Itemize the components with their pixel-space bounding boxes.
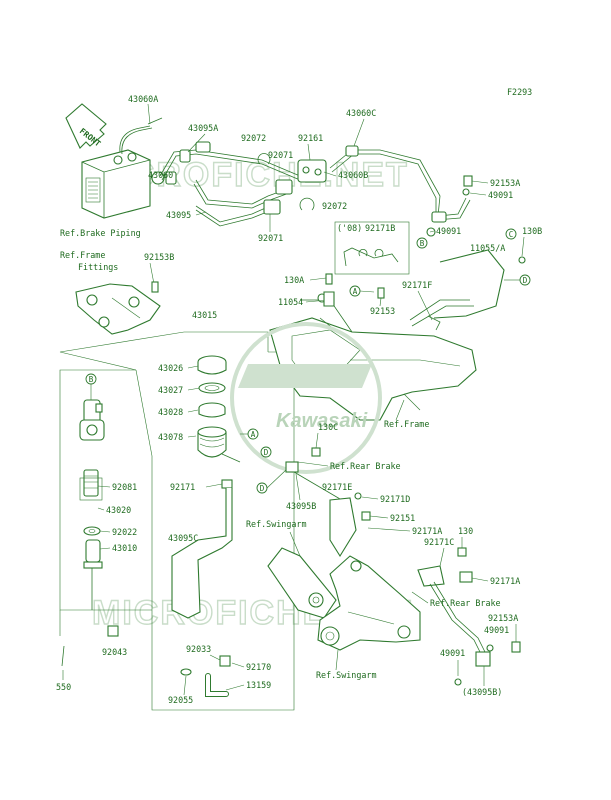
part-49091-b: 49091 xyxy=(436,226,461,236)
part-43015: 43015 xyxy=(192,310,217,320)
callout-B1: B xyxy=(416,237,428,249)
part-92171D: 92171D xyxy=(380,494,410,504)
svg-text:D: D xyxy=(264,448,269,457)
part-92072-b: 92072 xyxy=(322,201,347,211)
kawasaki-logo: Kawasaki xyxy=(230,322,382,474)
ref-frame-fittings-1: Ref.Frame xyxy=(60,250,105,260)
part-92171: 92171 xyxy=(170,482,195,492)
part-43095B-paren: (43095B) xyxy=(462,687,502,697)
part-43095A: 43095A xyxy=(188,123,218,133)
part-130C: 130C xyxy=(318,422,338,432)
part-49091-c: 49091 xyxy=(484,625,509,635)
part-49091-d: 49091 xyxy=(440,648,465,658)
callout-B2: B xyxy=(85,373,97,385)
part-92081: 92081 xyxy=(112,482,137,492)
callout-C1: C xyxy=(505,228,517,240)
diagram-code: F2293 xyxy=(507,87,532,97)
part-92022: 92022 xyxy=(112,527,137,537)
part-92043: 92043 xyxy=(102,647,127,657)
svg-text:C: C xyxy=(509,230,514,239)
part-43078: 43078 xyxy=(158,432,183,442)
part-43060C: 43060C xyxy=(346,108,376,118)
part-43027: 43027 xyxy=(158,385,183,395)
part-92153A-b: 92153A xyxy=(488,613,518,623)
ref-frame-fittings-2: Fittings xyxy=(78,262,118,272)
ref-frame: Ref.Frame xyxy=(384,419,429,429)
svg-text:B: B xyxy=(89,375,94,384)
part-43010: 43010 xyxy=(112,543,137,553)
ref-rear-brake-1: Ref.Rear Brake xyxy=(330,461,401,471)
part-49091-a: 49091 xyxy=(488,190,513,200)
part-13159: 13159 xyxy=(246,680,271,690)
part-92171F: 92171F xyxy=(402,280,432,290)
callout-A1: A xyxy=(349,285,361,297)
part-43095C: 43095C xyxy=(168,533,198,543)
callout-D2: D xyxy=(260,446,272,458)
part-92171A-a: 92171A xyxy=(412,526,442,536)
ref-swingarm-1: Ref.Swingarm xyxy=(246,519,307,529)
logo-text: Kawasaki xyxy=(276,410,368,432)
part-92033: 92033 xyxy=(186,644,211,654)
part-130-b: 130 xyxy=(458,526,473,536)
part-11054: 11054 xyxy=(278,297,303,307)
ref-swingarm-2: Ref.Swingarm xyxy=(316,670,377,680)
part-11055A: 11055/A xyxy=(470,243,505,253)
part-92171A-b: 92171A xyxy=(490,576,520,586)
svg-text:D: D xyxy=(523,276,528,285)
part-550: 550 xyxy=(56,682,71,692)
part-92153: 92153 xyxy=(370,306,395,316)
part-43095B: 43095B xyxy=(286,501,316,511)
part-92071-a: 92071 xyxy=(268,150,293,160)
svg-text:A: A xyxy=(353,287,358,296)
part-43060: 43060 xyxy=(148,170,173,180)
callout-A2: A xyxy=(247,428,259,440)
year-08-box xyxy=(334,221,410,275)
part-92171E: 92171E xyxy=(322,482,352,492)
part-92161: 92161 xyxy=(298,133,323,143)
svg-text:D: D xyxy=(260,484,265,493)
part-43026: 43026 xyxy=(158,363,183,373)
part-92153B: 92153B xyxy=(144,252,174,262)
master-cylinder xyxy=(79,399,105,441)
part-92171C: 92171C xyxy=(424,537,454,547)
part-92071-b: 92071 xyxy=(258,233,283,243)
part-92072-a: 92072 xyxy=(241,133,266,143)
part-92153A-a: 92153A xyxy=(490,178,520,188)
part-43060A: 43060A xyxy=(128,94,158,104)
frame-assembly xyxy=(269,249,505,421)
callout-D1: D xyxy=(519,274,531,286)
part-92151: 92151 xyxy=(390,513,415,523)
svg-text:A: A xyxy=(251,430,256,439)
part-130A: 130A xyxy=(284,275,304,285)
callout-D3: D xyxy=(256,482,268,494)
part-43020: 43020 xyxy=(106,505,131,515)
part-92170: 92170 xyxy=(246,662,271,672)
part-43028: 43028 xyxy=(158,407,183,417)
part-43095: 43095 xyxy=(166,210,191,220)
part-130B-a: 130B xyxy=(522,226,542,236)
ref-brake-piping: Ref.Brake Piping xyxy=(60,228,141,238)
svg-text:B: B xyxy=(420,239,425,248)
ref-rear-brake-2: Ref.Rear Brake xyxy=(430,598,501,608)
part-92171B: 92171B xyxy=(365,223,395,233)
front-arrow-icon: FRONT xyxy=(65,103,107,149)
part-43060B: 43060B xyxy=(338,170,368,180)
part-08-note: ('08) xyxy=(337,223,362,233)
part-92055: 92055 xyxy=(168,695,193,705)
